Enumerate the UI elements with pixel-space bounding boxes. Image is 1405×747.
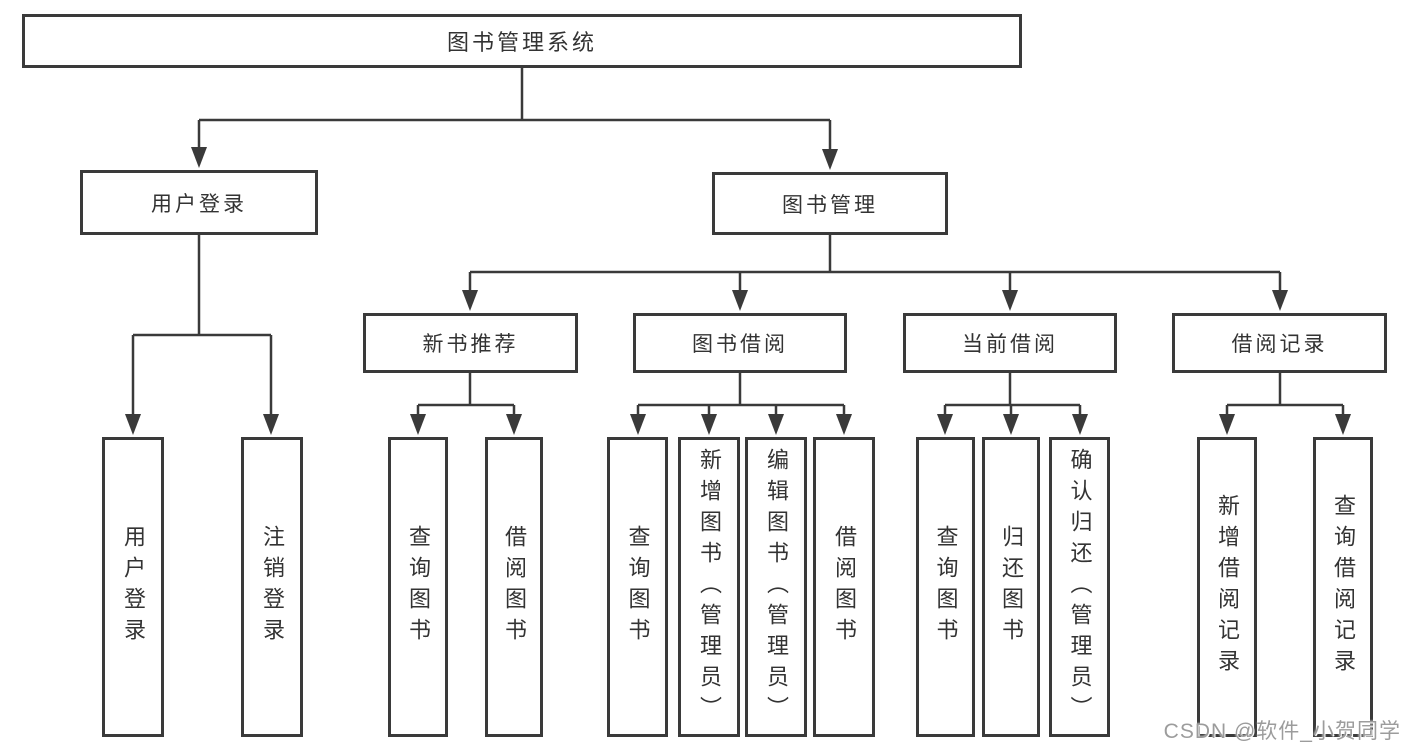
watermark: CSDN @软件_小贺同学 bbox=[1163, 720, 1401, 743]
leaf-borrow-books-label: 借阅图书 bbox=[832, 525, 857, 649]
leaf-logout: 注销登录 bbox=[241, 437, 303, 737]
leaf-query-books-current: 查询图书 bbox=[916, 437, 975, 737]
node-book-management-label: 图书管理 bbox=[782, 193, 878, 217]
node-root-label: 图书管理系统 bbox=[446, 30, 597, 55]
leaf-confirm-return-admin-label: 确认归还（管理员） bbox=[1067, 447, 1093, 727]
leaf-user-login: 用户登录 bbox=[102, 437, 164, 737]
node-book-borrow-label: 图书借阅 bbox=[692, 333, 788, 356]
leaf-add-borrow-record-label: 新增借阅记录 bbox=[1215, 494, 1240, 680]
node-root: 图书管理系统 bbox=[22, 14, 1022, 68]
leaf-return-books: 归还图书 bbox=[982, 437, 1040, 737]
node-new-book-recommend-label: 新书推荐 bbox=[422, 333, 519, 356]
leaf-query-borrow-record: 查询借阅记录 bbox=[1313, 437, 1373, 737]
node-user-login-label: 用户登录 bbox=[151, 192, 247, 216]
leaf-query-books-borrow: 查询图书 bbox=[607, 437, 668, 737]
node-current-borrow: 当前借阅 bbox=[903, 313, 1117, 373]
leaf-query-borrow-record-label: 查询借阅记录 bbox=[1331, 494, 1356, 680]
node-borrow-records-label: 借阅记录 bbox=[1231, 333, 1328, 356]
leaf-confirm-return-admin: 确认归还（管理员） bbox=[1049, 437, 1110, 737]
leaf-add-borrow-record: 新增借阅记录 bbox=[1197, 437, 1257, 737]
arrowhead-icons bbox=[125, 147, 1351, 435]
leaf-edit-books-admin: 编辑图书（管理员） bbox=[745, 437, 807, 737]
node-book-management: 图书管理 bbox=[712, 172, 948, 235]
node-book-borrow: 图书借阅 bbox=[633, 313, 847, 373]
leaf-return-books-label: 归还图书 bbox=[999, 525, 1024, 649]
node-current-borrow-label: 当前借阅 bbox=[962, 333, 1058, 356]
node-new-book-recommend: 新书推荐 bbox=[363, 313, 578, 373]
leaf-user-login-label: 用户登录 bbox=[121, 525, 146, 649]
leaf-logout-label: 注销登录 bbox=[260, 525, 285, 649]
leaf-add-books-admin: 新增图书（管理员） bbox=[678, 437, 740, 737]
leaf-edit-books-admin-label: 编辑图书（管理员） bbox=[764, 447, 789, 727]
leaf-borrow-books-recommend: 借阅图书 bbox=[485, 437, 543, 737]
node-borrow-records: 借阅记录 bbox=[1172, 313, 1387, 373]
connector-stems bbox=[131, 68, 1345, 416]
leaf-borrow-books: 借阅图书 bbox=[813, 437, 875, 737]
leaf-query-books-current-label: 查询图书 bbox=[933, 525, 959, 649]
node-user-login: 用户登录 bbox=[80, 170, 318, 235]
leaf-query-books-recommend: 查询图书 bbox=[388, 437, 448, 737]
leaf-add-books-admin-label: 新增图书（管理员） bbox=[697, 447, 722, 727]
leaf-query-books-recommend-label: 查询图书 bbox=[406, 525, 431, 649]
leaf-query-books-borrow-label: 查询图书 bbox=[625, 525, 651, 649]
leaf-borrow-books-recommend-label: 借阅图书 bbox=[502, 525, 527, 649]
